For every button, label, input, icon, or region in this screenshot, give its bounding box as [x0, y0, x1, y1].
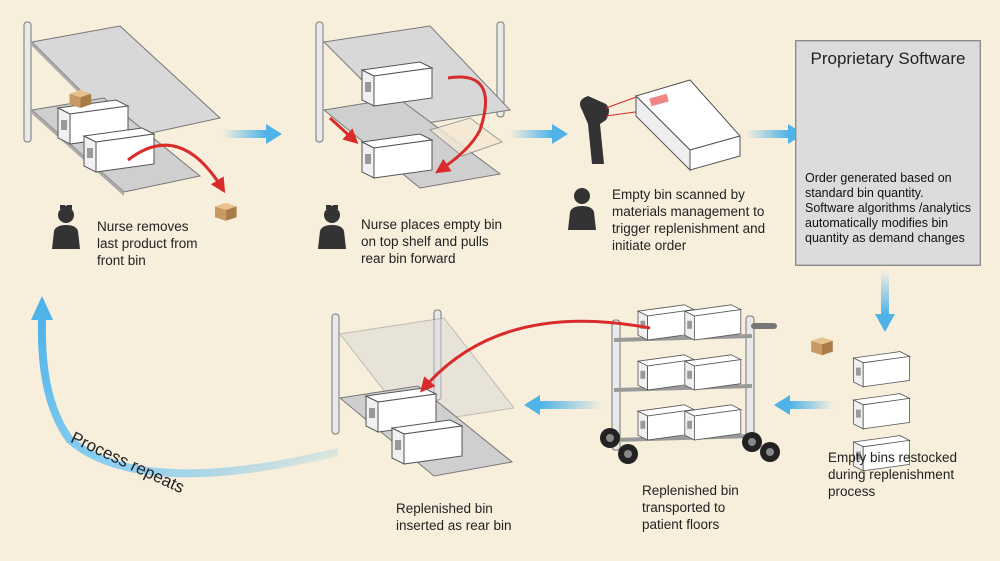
nurse-icon — [317, 201, 347, 250]
product-box — [215, 202, 237, 221]
person-icon — [568, 188, 596, 230]
cart-icon — [600, 304, 780, 464]
empty-bin-scanned — [635, 79, 741, 172]
flow-arrow-1 — [222, 124, 282, 144]
flow-arrow-5 — [774, 395, 834, 415]
software-title: Proprietary Software — [810, 49, 966, 68]
step2-shelf — [315, 21, 512, 189]
software-panel: Proprietary Software Order generated bas… — [795, 40, 981, 266]
red-arrow-1 — [127, 143, 226, 194]
red-arrow-3 — [420, 319, 651, 393]
flow-arrow-2 — [510, 124, 568, 144]
flow-arrow-4 — [875, 270, 895, 332]
flow-arrow-6 — [524, 395, 602, 415]
red-arrow-2b — [328, 116, 359, 145]
nurse-icon — [51, 201, 81, 250]
step7-shelf — [331, 309, 515, 477]
step1-shelf — [23, 21, 222, 196]
red-arrow-2a — [435, 75, 488, 174]
cycle-arrow — [31, 296, 339, 478]
